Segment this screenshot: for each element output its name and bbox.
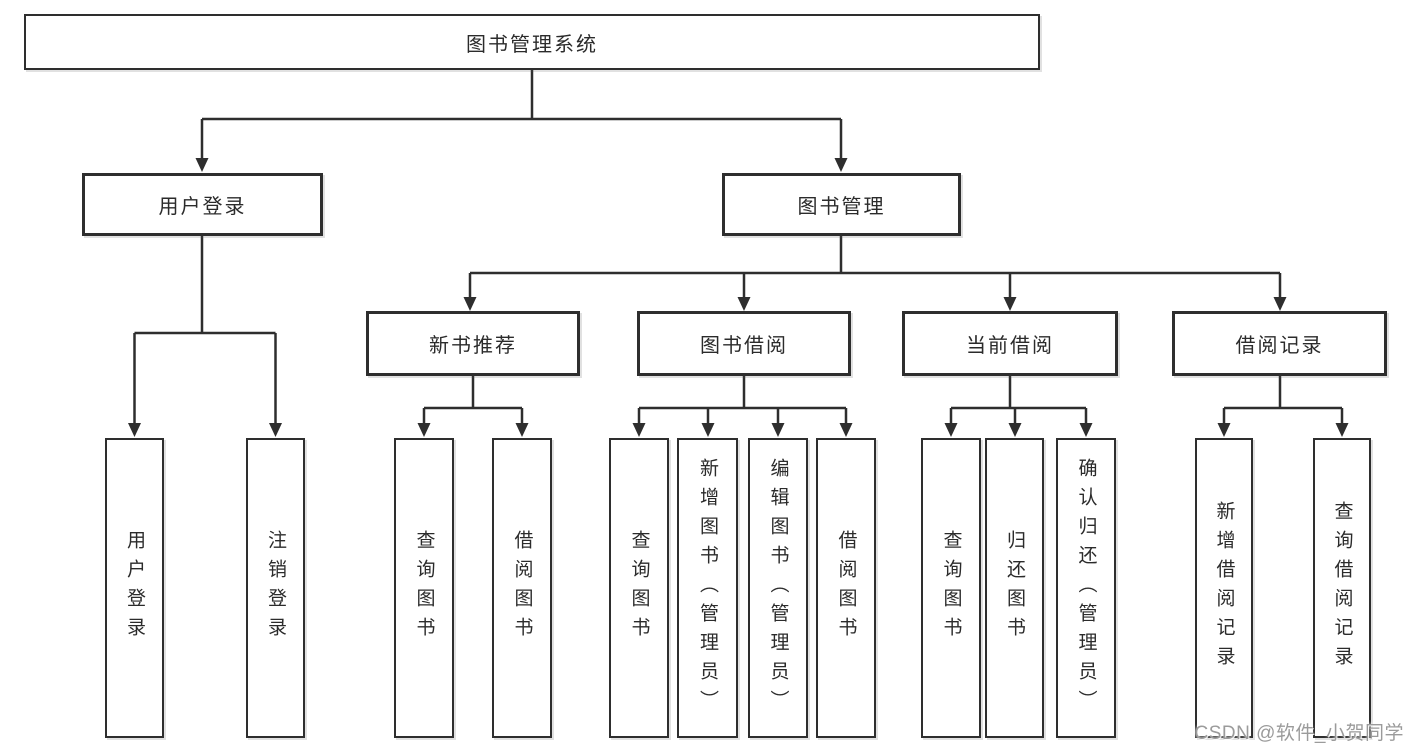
node-current-borrow-label: 当前借阅 [966, 335, 1054, 357]
node-new-book-recommend: 新书推荐 [366, 311, 580, 376]
leaf-confirm-return-admin-label: 确认归还（管理员） [1075, 457, 1097, 719]
leaf-query-borrow-record-label: 查询借阅记录 [1331, 501, 1353, 675]
node-user-login: 用户登录 [82, 173, 323, 236]
connector-root-to-level2 [200, 70, 843, 160]
node-user-login-label: 用户登录 [158, 196, 247, 218]
leaf-query-books-borrow: 查询图书 [609, 438, 669, 738]
node-current-borrow: 当前借阅 [902, 311, 1118, 376]
node-book-borrow-label: 图书借阅 [700, 335, 788, 357]
leaf-logout: 注销登录 [246, 438, 305, 738]
leaf-add-borrow-record: 新增借阅记录 [1195, 438, 1253, 738]
connector-new-book-subtree [422, 376, 524, 425]
leaf-add-book-admin-label: 新增图书（管理员） [697, 457, 718, 719]
leaf-borrow-books-label: 借阅图书 [835, 530, 857, 646]
leaf-borrow-books: 借阅图书 [816, 438, 876, 738]
leaf-return-books: 归还图书 [985, 438, 1044, 738]
node-library-system: 图书管理系统 [24, 14, 1040, 70]
leaf-edit-book-admin-label: 编辑图书（管理员） [767, 457, 789, 719]
leaf-borrow-books-recommend: 借阅图书 [492, 438, 552, 738]
connector-current-borrow-subtree [949, 376, 1088, 425]
watermark: CSDN @软件_小贺同学 [1194, 723, 1404, 744]
leaf-edit-book-admin: 编辑图书（管理员） [748, 438, 808, 738]
connector-user-login-subtree [133, 236, 277, 425]
leaf-query-books-current-label: 查询图书 [940, 530, 962, 646]
connector-book-management-subtree [468, 236, 1282, 299]
connector-borrow-records-subtree [1222, 376, 1344, 425]
leaf-logout-label: 注销登录 [265, 530, 286, 646]
leaf-user-login-label: 用户登录 [124, 530, 145, 646]
leaf-query-borrow-record: 查询借阅记录 [1313, 438, 1371, 738]
node-book-borrow: 图书借阅 [637, 311, 851, 376]
leaf-confirm-return-admin: 确认归还（管理员） [1056, 438, 1116, 738]
leaf-query-books-recommend: 查询图书 [394, 438, 454, 738]
node-book-management-label: 图书管理 [797, 196, 886, 218]
leaf-return-books-label: 归还图书 [1004, 530, 1025, 646]
node-borrow-records-label: 借阅记录 [1235, 335, 1324, 357]
node-library-system-label: 图书管理系统 [466, 33, 598, 56]
node-new-book-recommend-label: 新书推荐 [429, 335, 517, 357]
leaf-query-books-borrow-label: 查询图书 [628, 530, 650, 646]
connector-book-borrow-subtree [637, 376, 848, 425]
leaf-query-books-recommend-label: 查询图书 [413, 530, 435, 646]
leaf-borrow-books-recommend-label: 借阅图书 [511, 530, 533, 646]
node-book-management: 图书管理 [722, 173, 961, 236]
leaf-add-book-admin: 新增图书（管理员） [677, 438, 738, 738]
leaf-user-login: 用户登录 [105, 438, 164, 738]
leaf-query-books-current: 查询图书 [921, 438, 981, 738]
leaf-add-borrow-record-label: 新增借阅记录 [1213, 501, 1235, 675]
node-borrow-records: 借阅记录 [1172, 311, 1387, 376]
arrowheads [128, 158, 1349, 437]
